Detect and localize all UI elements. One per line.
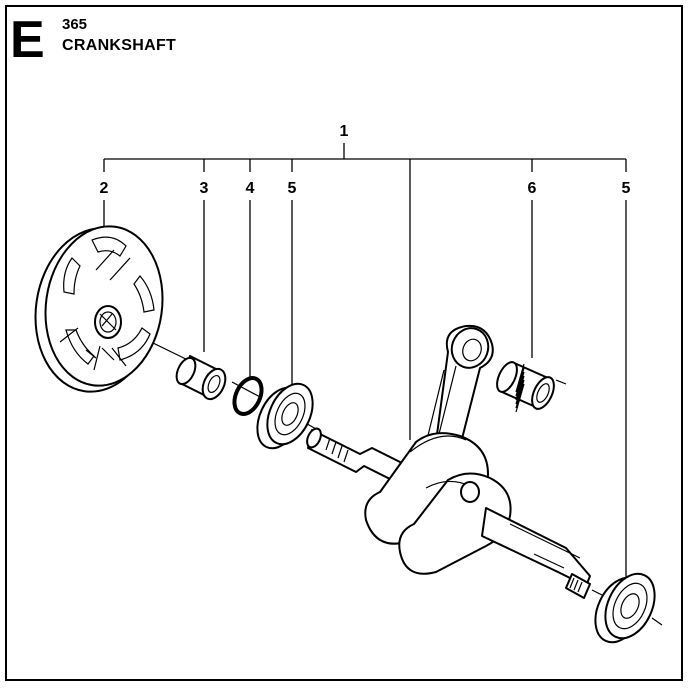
o-ring-part	[232, 376, 264, 416]
callout-6: 6	[528, 180, 537, 197]
clutch-part	[34, 225, 164, 393]
callout-bracket	[103, 143, 627, 440]
callout-5-left: 5	[288, 180, 297, 197]
needle-bearing-part	[496, 361, 555, 413]
leader-lines	[103, 200, 627, 580]
crankshaft-part	[306, 324, 591, 599]
callout-4: 4	[246, 180, 255, 197]
section-letter: E	[10, 11, 45, 69]
callout-2: 2	[100, 180, 109, 197]
callout-3: 3	[200, 180, 209, 197]
ball-bearing-right	[594, 572, 656, 644]
callout-1: 1	[340, 123, 349, 140]
ball-bearing-left	[256, 382, 314, 450]
page-title: CRANKSHAFT	[62, 37, 177, 54]
model-number: 365	[62, 16, 88, 33]
sleeve-part	[175, 355, 227, 401]
callout-5-right: 5	[622, 180, 631, 197]
